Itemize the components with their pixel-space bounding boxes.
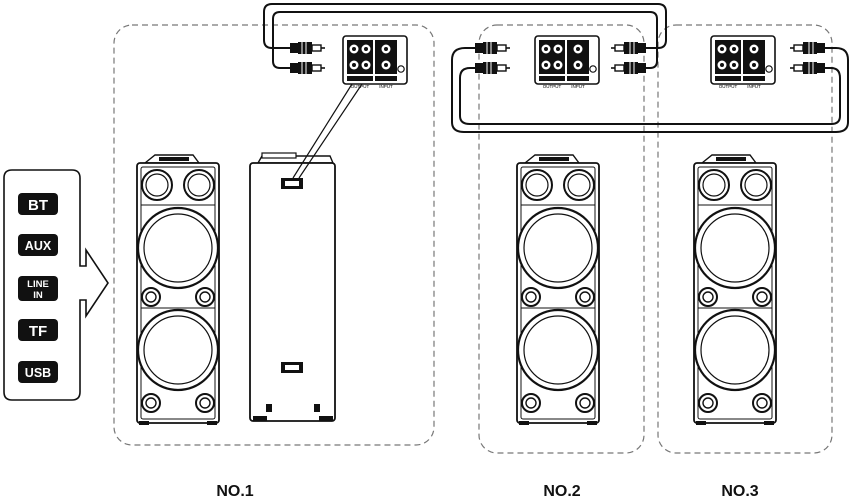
rca-plug-icon xyxy=(289,41,326,55)
source-label-tf: TF xyxy=(29,323,47,340)
rca-plug-icon xyxy=(474,41,511,55)
source-badges: BT AUX LINE IN TF USB xyxy=(18,193,58,383)
source-label-usb: USB xyxy=(25,366,51,380)
zoom-line xyxy=(298,83,363,179)
speaker-no3-front xyxy=(692,153,778,427)
rca-plug-icon xyxy=(790,62,825,74)
jack-panel-no2: OUTPUT INPUT xyxy=(534,35,600,89)
source-label-bt: BT xyxy=(28,197,48,214)
source-label-line-in-2: IN xyxy=(33,290,43,301)
zoom-line xyxy=(292,83,353,179)
cable-bottom-outer xyxy=(451,47,849,133)
input-label: INPUT xyxy=(379,84,393,89)
rca-plug-icon xyxy=(289,61,326,75)
rca-plug-icon xyxy=(790,42,825,54)
speaker-label-no3: NO.3 xyxy=(721,483,758,498)
source-badge-line-in xyxy=(18,276,58,301)
jack-panel-no1: OUTPUT INPUT xyxy=(342,35,408,89)
jack-panel-no3: OUTPUT INPUT xyxy=(710,35,776,89)
speaker-no2-front xyxy=(515,153,601,427)
output-label: OUTPUT xyxy=(719,84,738,89)
source-label-line-in-1: LINE xyxy=(27,279,49,290)
input-label: INPUT xyxy=(747,84,761,89)
group-box-no3 xyxy=(657,24,833,454)
output-label: OUTPUT xyxy=(543,84,562,89)
group-box-no2 xyxy=(478,24,645,454)
speaker-label-no2: NO.2 xyxy=(543,483,580,498)
source-label-aux: AUX xyxy=(25,239,52,253)
cable-top-inner xyxy=(272,11,658,69)
rca-plug-icon xyxy=(611,42,646,54)
source-badge-usb xyxy=(18,361,58,383)
source-badge-bt xyxy=(18,193,58,215)
speaker-no1-front xyxy=(135,153,221,427)
cable-top-outer xyxy=(263,3,667,49)
cable-bottom-inner xyxy=(459,67,841,125)
speaker-label-no1: NO.1 xyxy=(216,483,253,498)
source-badge-tf xyxy=(18,319,58,341)
input-label: INPUT xyxy=(571,84,585,89)
speaker-no1-back xyxy=(249,152,336,422)
rca-plug-icon xyxy=(611,62,646,74)
source-badge-aux xyxy=(18,234,58,256)
rca-plug-icon xyxy=(474,61,511,75)
